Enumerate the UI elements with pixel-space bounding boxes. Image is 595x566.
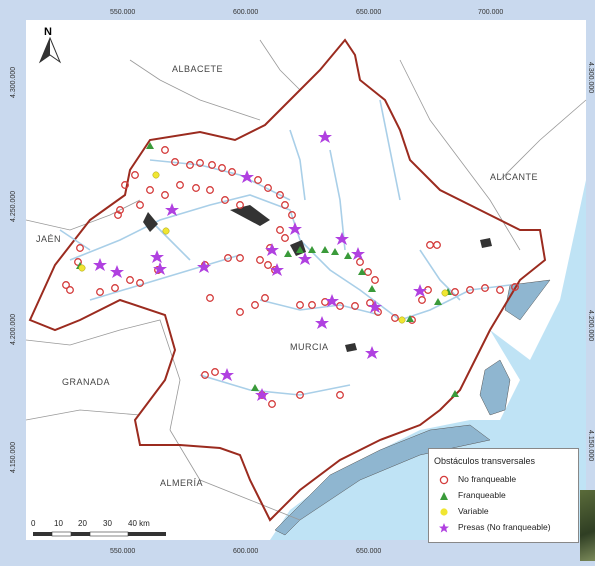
scale-label-40: 40 km	[128, 519, 150, 528]
x-tick-bottom-2: 600.000	[233, 548, 259, 555]
scale-label-20: 20	[78, 519, 87, 528]
circle-open-icon	[439, 475, 449, 485]
scale-label-0: 0	[31, 519, 36, 528]
legend-label: No franqueable	[458, 474, 517, 484]
obstacles-variable	[78, 171, 449, 324]
basin-border	[28, 38, 547, 522]
y-tick-left-4: 4.150.000	[10, 441, 17, 473]
scale-bar	[33, 531, 166, 537]
x-tick-bottom-1: 550.000	[110, 548, 136, 555]
y-tick-right-1: 4.300.000	[587, 62, 594, 94]
north-arrow-icon	[38, 36, 62, 64]
y-tick-left-2: 4.250.000	[10, 190, 17, 222]
region-jaen: JAÉN	[36, 234, 62, 244]
obstacles-presas	[93, 130, 427, 401]
region-alicante: ALICANTE	[490, 172, 539, 182]
legend-item-variable: Variable	[434, 505, 579, 519]
obstacles-no-franqueable	[62, 146, 519, 408]
x-tick-top-4: 700.000	[478, 9, 504, 16]
legend-title: Obstáculos transversales	[434, 456, 536, 466]
x-tick-top-2: 600.000	[233, 9, 259, 16]
triangle-icon	[440, 492, 448, 500]
legend-item-presas: Presas (No franqueable)	[434, 521, 579, 535]
circle-filled-icon	[440, 508, 448, 516]
x-tick-bottom-3: 650.000	[356, 548, 382, 555]
y-tick-right-4: 4.150.000	[587, 430, 594, 462]
legend-label: Presas (No franqueable)	[458, 522, 551, 532]
scale-label-30: 30	[103, 519, 112, 528]
north-label: N	[44, 26, 52, 38]
y-tick-right-3: 4.200.000	[587, 310, 594, 342]
region-almeria: ALMERÍA	[160, 478, 204, 488]
mar-menor	[479, 359, 511, 416]
coastal-waters-south	[274, 424, 491, 536]
scale-label-10: 10	[54, 519, 63, 528]
region-albacete: ALBACETE	[172, 64, 224, 74]
x-tick-top-3: 650.000	[356, 9, 382, 16]
region-murcia: MURCIA	[290, 342, 329, 352]
y-tick-left-3: 4.200.000	[10, 313, 17, 345]
legend-item-no-franqueable: No franqueable	[434, 473, 579, 487]
corner-photo-thumbnail	[580, 490, 595, 561]
y-tick-left-1: 4.300.000	[10, 66, 17, 98]
map-legend: Obstáculos transversales No franqueable …	[428, 448, 579, 543]
region-granada: GRANADA	[62, 377, 111, 387]
star-icon	[439, 523, 449, 533]
province-lines	[25, 39, 587, 521]
legend-label: Franqueable	[458, 490, 506, 500]
x-tick-top-1: 550.000	[110, 9, 136, 16]
legend-item-franqueable: Franqueable	[434, 489, 579, 503]
legend-label: Variable	[458, 506, 489, 516]
